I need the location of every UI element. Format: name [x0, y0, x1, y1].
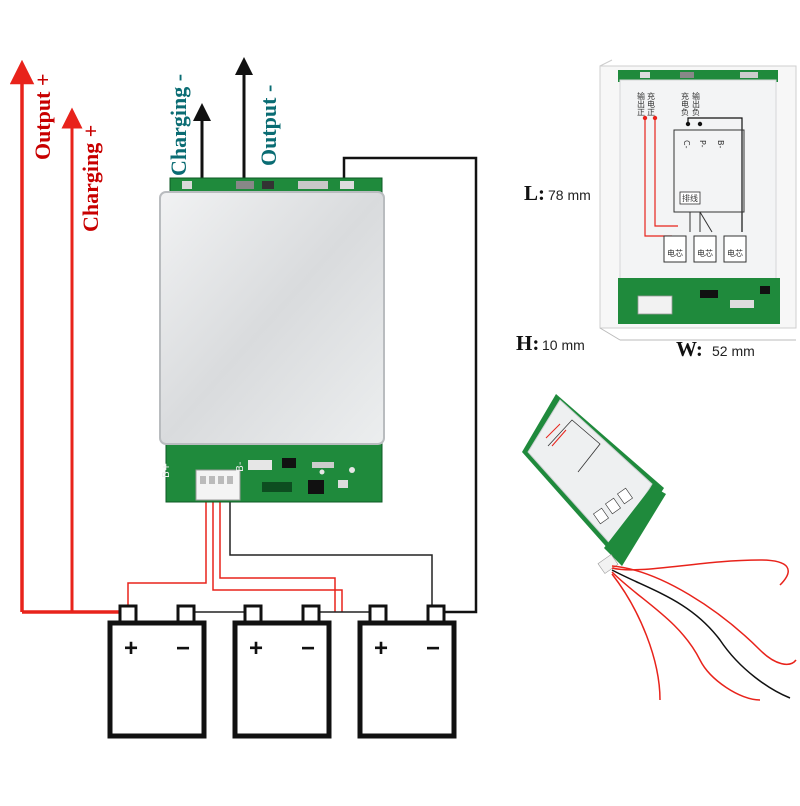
dim-length-value: 78 mm: [548, 187, 591, 203]
sch-cable: 排线: [682, 193, 698, 203]
balance-wire-2: [212, 498, 343, 612]
battery-3-plus: +: [374, 635, 388, 662]
dim-length-letter: L:: [524, 181, 545, 205]
pin-b-plus: B+: [161, 463, 172, 478]
battery-1: + −: [107, 604, 207, 739]
battery-2-plus: +: [249, 635, 263, 662]
wire-b-minus: [342, 156, 478, 614]
sch-term-c: C-: [682, 140, 691, 149]
balance-wire-3: [219, 498, 336, 612]
sch-term-p: P-: [698, 140, 707, 148]
sch-cell-3: 电芯: [727, 248, 743, 258]
dimension-labels: L: 78 mm H: 10 mm W: 52 mm: [516, 181, 755, 361]
battery-3-minus: −: [426, 635, 440, 662]
board-photo-perspective: [522, 394, 797, 701]
balance-wire-1: [127, 498, 207, 612]
label-charging-minus: Charging -: [166, 74, 191, 176]
dim-width-value: 52 mm: [712, 343, 755, 359]
battery-2: + −: [232, 604, 332, 739]
board-photo-dimensioned: 输出正 充电正 充电负 输出负 C- P- B- 排线 电芯 电芯 电芯: [599, 59, 797, 341]
dim-width-letter: W:: [676, 337, 703, 361]
bms-board: B+ B-: [159, 177, 385, 503]
dim-height-letter: H:: [516, 331, 539, 355]
label-output-minus: Output -: [256, 85, 281, 166]
label-charging-plus: Charging +: [78, 125, 103, 232]
sch-cell-1: 电芯: [667, 248, 683, 258]
pin-b-minus: B-: [235, 461, 246, 472]
sch-output-minus: 输出负: [692, 91, 701, 117]
balance-wire-4: [229, 498, 433, 612]
sch-output-plus: 输出正: [637, 91, 646, 116]
wires: [9, 57, 478, 614]
battery-1-minus: −: [176, 635, 190, 662]
label-output-plus: Output +: [30, 73, 55, 160]
dim-height-value: 10 mm: [542, 337, 585, 353]
sch-cell-2: 电芯: [697, 248, 713, 258]
sch-charge-minus: 充电负: [681, 91, 690, 117]
battery-2-minus: −: [301, 635, 315, 662]
sch-charge-plus: 充电正: [647, 91, 656, 116]
sch-term-b: B-: [716, 140, 725, 148]
battery-3: + −: [357, 604, 457, 739]
battery-1-plus: +: [124, 635, 138, 662]
